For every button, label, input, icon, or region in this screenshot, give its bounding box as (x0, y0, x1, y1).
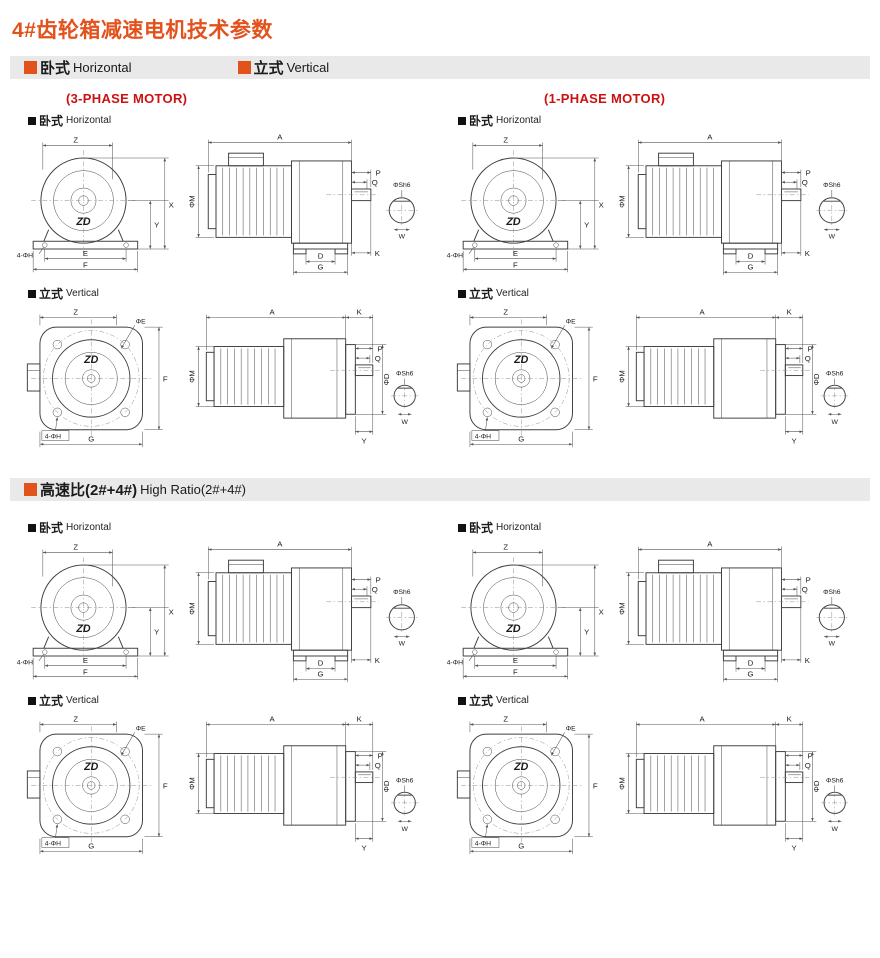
black-square-icon (28, 523, 36, 532)
drawing-views (14, 709, 440, 859)
page-title: 4#齿轮箱减速电机技术参数 (12, 19, 273, 42)
vertical-side-view-drawing (612, 709, 860, 859)
drawing-views (14, 129, 440, 279)
block-1phase-horizontal: 卧式 Horizontal (440, 112, 870, 279)
high-ratio-en: High Ratio(2#+4#) (140, 482, 246, 497)
vertical-front-view-drawing (14, 709, 182, 859)
block-label-cn: 立式 (469, 694, 494, 708)
column-1-phase: (1-PHASE MOTOR) 卧式 Horizontal 立式 Vertica… (440, 83, 870, 452)
block-label-horizontal: 卧式 Horizontal (28, 519, 440, 536)
vertical-front-view-drawing (14, 302, 182, 452)
horizontal-front-view-drawing (14, 129, 182, 279)
block-label-en: Vertical (66, 695, 99, 706)
horizontal-front-view-drawing (444, 129, 612, 279)
phase-label-3phase: (3-PHASE MOTOR) (66, 91, 188, 106)
black-square-icon (458, 289, 466, 298)
vertical-front-view-drawing (444, 709, 612, 859)
block-highratio-horizontal: 卧式 Horizontal (10, 519, 440, 686)
block-highratio-vertical: 立式 Vertical (440, 692, 870, 859)
block-label-en: Horizontal (496, 522, 542, 533)
phase-label-1phase: (1-PHASE MOTOR) (544, 91, 666, 106)
drawing-views (14, 302, 440, 452)
high-ratio-cn: 高速比(2#+4#) (40, 482, 138, 499)
black-square-icon (458, 523, 466, 532)
high-ratio-header-bar: 高速比(2#+4#) High Ratio(2#+4#) (10, 478, 870, 501)
block-label-en: Horizontal (496, 115, 542, 126)
vertical-side-view-drawing (182, 709, 430, 859)
block-3phase-horizontal: 卧式 Horizontal (10, 112, 440, 279)
drawing-views (444, 536, 870, 686)
column-high-ratio-right: 卧式 Horizontal 立式 Vertical (440, 505, 870, 859)
block-label-cn: 卧式 (469, 521, 494, 535)
drawing-views (444, 302, 870, 452)
drawing-views (444, 129, 870, 279)
black-square-icon (28, 289, 36, 298)
orange-square-icon (24, 61, 37, 74)
section-high-ratio: 卧式 Horizontal 立式 Vertical (10, 505, 870, 859)
block-label-vertical: 立式 Vertical (28, 692, 440, 709)
horizontal-side-view-drawing (182, 129, 430, 279)
drawing-views (444, 709, 870, 859)
column-3-phase: (3-PHASE MOTOR) 卧式 Horizontal 立式 Vertica… (10, 83, 440, 452)
horizontal-side-view-drawing (612, 129, 860, 279)
header-vertical: 立式 Vertical (237, 57, 330, 78)
block-label-cn: 立式 (39, 694, 64, 708)
block-label-en: Horizontal (66, 115, 112, 126)
block-label-vertical: 立式 Vertical (28, 285, 440, 302)
block-highratio-vertical: 立式 Vertical (10, 692, 440, 859)
block-label-cn: 卧式 (469, 114, 494, 128)
block-label-en: Vertical (496, 695, 529, 706)
black-square-icon (458, 116, 466, 125)
vertical-side-view-drawing (612, 302, 860, 452)
vertical-side-view-drawing (182, 302, 430, 452)
block-label-cn: 卧式 (39, 114, 64, 128)
block-highratio-horizontal: 卧式 Horizontal (440, 519, 870, 686)
orange-square-icon (24, 483, 37, 496)
block-label-vertical: 立式 Vertical (458, 692, 870, 709)
black-square-icon (458, 696, 466, 705)
block-label-cn: 卧式 (39, 521, 64, 535)
header-high-ratio: 高速比(2#+4#) High Ratio(2#+4#) (24, 479, 246, 500)
vertical-front-view-drawing (444, 302, 612, 452)
block-label-cn: 立式 (469, 287, 494, 301)
column-high-ratio-left: 卧式 Horizontal 立式 Vertical (10, 505, 440, 859)
horizontal-side-view-drawing (612, 536, 860, 686)
header-horizontal: 卧式 Horizontal (24, 57, 132, 78)
block-3phase-vertical: 立式 Vertical (10, 285, 440, 452)
header-horizontal-en: Horizontal (73, 60, 132, 75)
block-label-horizontal: 卧式 Horizontal (28, 112, 440, 129)
block-label-horizontal: 卧式 Horizontal (458, 519, 870, 536)
horizontal-front-view-drawing (444, 536, 612, 686)
orange-square-icon (237, 61, 251, 74)
block-label-en: Vertical (496, 288, 529, 299)
drawing-views (14, 536, 440, 686)
horizontal-front-view-drawing (14, 536, 182, 686)
black-square-icon (28, 696, 36, 705)
header-vertical-cn: 立式 (253, 60, 284, 77)
header-vertical-en: Vertical (286, 60, 330, 75)
orientation-header-bar: 卧式 Horizontal 立式 Vertical (10, 56, 870, 79)
horizontal-side-view-drawing (182, 536, 430, 686)
block-label-en: Vertical (66, 288, 99, 299)
header-horizontal-cn: 卧式 (40, 60, 71, 77)
block-label-cn: 立式 (39, 287, 64, 301)
black-square-icon (28, 116, 36, 125)
block-1phase-vertical: 立式 Vertical (440, 285, 870, 452)
block-label-en: Horizontal (66, 522, 112, 533)
section-standard: (3-PHASE MOTOR) 卧式 Horizontal 立式 Vertica… (10, 83, 870, 452)
block-label-horizontal: 卧式 Horizontal (458, 112, 870, 129)
block-label-vertical: 立式 Vertical (458, 285, 870, 302)
